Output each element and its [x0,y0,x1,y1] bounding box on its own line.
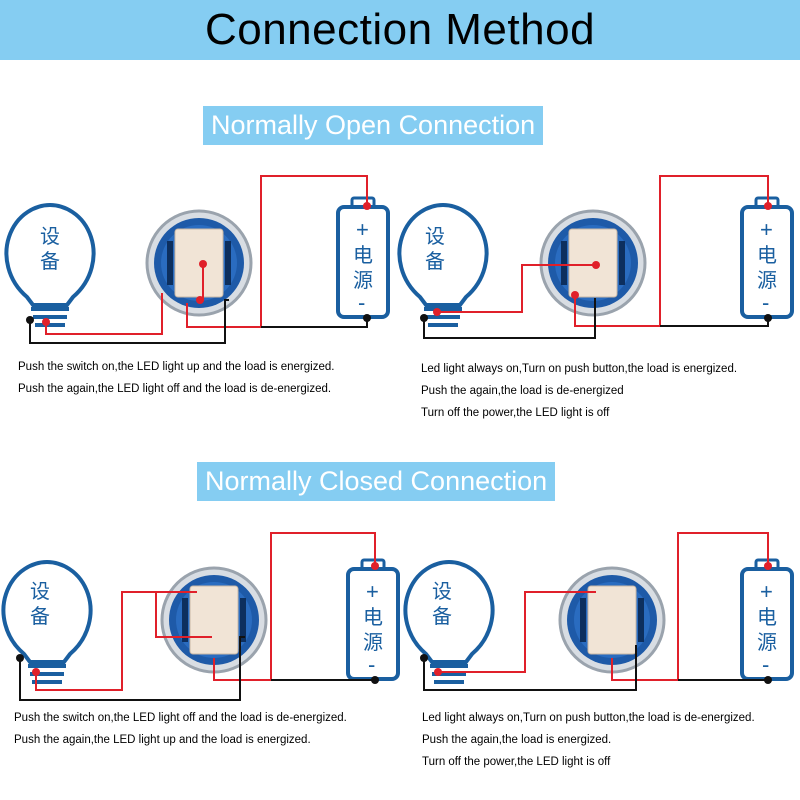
push-switch-icon [558,566,666,674]
device-label-1: 设 [425,224,445,248]
page-title: Connection Method [204,5,596,54]
device-label-2: 备 [40,249,60,273]
power-minus: - [368,652,375,677]
description-line: Push the switch on,the LED light up and … [18,361,335,373]
device-label-1: 设 [40,224,60,248]
section-label-closed: Normally Closed Connection [197,462,556,501]
device-label-2: 备 [425,249,445,273]
description-line: Led light always on,Turn on push button,… [422,712,755,724]
device-label-1: 设 [30,579,50,603]
panel-4-description: Led light always on,Turn on push button,… [422,707,755,773]
device-label-1: 设 [432,579,452,603]
panel-2-description: Led light always on,Turn on push button,… [421,358,737,424]
power-label-1: 电 [757,605,777,629]
power-plus: + [356,217,369,242]
description-line: Push the again,the load is energized. [422,734,612,746]
header-bar: Connection Method [0,0,800,60]
description-line: Push the again,the LED light up and the … [14,734,311,746]
power-label-1: 电 [363,605,383,629]
description-line: Turn off the power,the LED light is off [422,756,611,768]
diagram-panel-2: 设 备 + 电 源 - [397,175,794,339]
power-label-2: 源 [353,268,373,292]
power-minus: - [762,290,769,315]
diagram-panel-1: 设 备 + 电 源 - [4,175,390,344]
power-label-1: 电 [353,243,373,267]
description-line: Push the switch on,the LED light off and… [14,712,347,724]
description-line: Turn off the power,the LED light is off [421,407,610,419]
panel-1-description: Push the switch on,the LED light up and … [18,356,334,400]
description-line: Led light always on,Turn on push button,… [421,363,738,375]
power-label-2: 源 [363,630,383,654]
description-line: Push the again,the load is de-energized [421,385,624,397]
power-label-2: 源 [757,630,777,654]
power-plus: + [760,217,773,242]
diagram-panel-3: 设 备 + 电 源 - [1,532,400,701]
description-line: Push the again,the LED light off and the… [18,383,332,395]
panel-3-description: Push the switch on,the LED light off and… [14,707,347,751]
power-plus: + [760,579,773,604]
power-minus: - [762,652,769,677]
device-label-2: 备 [30,604,50,628]
push-switch-icon [160,566,268,674]
diagram-panel-4: 设 备 + 电 源 - [403,532,794,691]
power-label-1: 电 [757,243,777,267]
power-minus: - [358,290,365,315]
device-label-2: 备 [432,604,452,628]
section-label-open: Normally Open Connection [203,106,544,145]
power-label-2: 源 [757,268,777,292]
power-plus: + [366,579,379,604]
